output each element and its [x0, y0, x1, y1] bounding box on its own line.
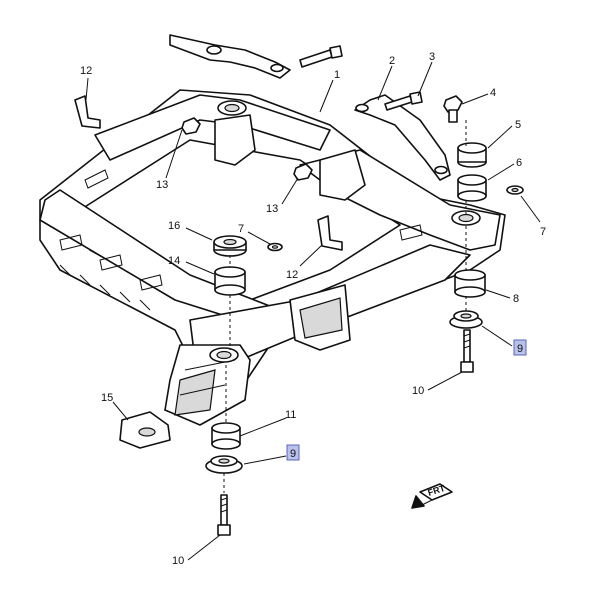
brace-bracket: [354, 94, 451, 181]
callout-10-right: 10: [412, 385, 424, 397]
callout-7-left: 7: [238, 223, 244, 235]
bracket-12-right: [317, 215, 343, 251]
spacer-16: [213, 235, 247, 257]
callout-4: 4: [490, 87, 496, 99]
assembly-lines: [223, 120, 467, 493]
insulator-8: [454, 269, 486, 298]
callouts: 1 2 3 4 5 6 7 7 8 9 9 10 10 11 12 12 13 …: [80, 51, 546, 567]
washer-7-right: [506, 185, 524, 195]
callout-9-left-highlight: [286, 444, 300, 461]
insulator-14: [214, 266, 246, 296]
callout-5: 5: [515, 119, 521, 131]
callout-2: 2: [389, 55, 395, 67]
bolt-10-left: [217, 494, 231, 536]
nut-4: [443, 95, 463, 123]
callout-7-right: 7: [540, 226, 546, 238]
bolt-3: [384, 91, 423, 111]
bolt-10-right: [460, 329, 474, 373]
nut-13-left: [181, 117, 201, 135]
callout-8: 8: [513, 293, 519, 305]
callout-12-left: 12: [80, 65, 92, 77]
callout-13-left: 13: [156, 179, 168, 191]
washer-7-left: [267, 242, 283, 252]
callout-6: 6: [516, 157, 522, 169]
insulator-11: [211, 422, 241, 450]
callout-9-right: 9: [517, 343, 523, 355]
retainer-9-left: [205, 455, 243, 474]
callout-11: 11: [285, 409, 296, 421]
callout-9-left: 9: [290, 448, 296, 460]
insulator-5: [457, 142, 487, 168]
callout-15: 15: [101, 392, 113, 404]
frame-cradle: [39, 89, 506, 426]
retainer-9-right: [449, 310, 483, 329]
bolt-upper: [299, 45, 343, 68]
upper-brace: [169, 34, 291, 79]
bracket-12-left: [74, 95, 101, 129]
callout-9-right-highlight: [513, 339, 527, 356]
callout-1: 1: [334, 69, 340, 81]
leader-lines: [85, 61, 541, 561]
callout-3: 3: [429, 51, 435, 63]
plate-15: [119, 411, 171, 449]
front-direction-arrow: FRT: [411, 483, 453, 509]
callout-16: 16: [168, 220, 180, 232]
nut-13-right: [293, 163, 313, 181]
callout-12-right: 12: [286, 269, 298, 281]
callout-13-right: 13: [266, 203, 278, 215]
insulator-6: [457, 174, 487, 202]
callout-10-left: 10: [172, 555, 184, 567]
callout-14: 14: [168, 255, 180, 267]
